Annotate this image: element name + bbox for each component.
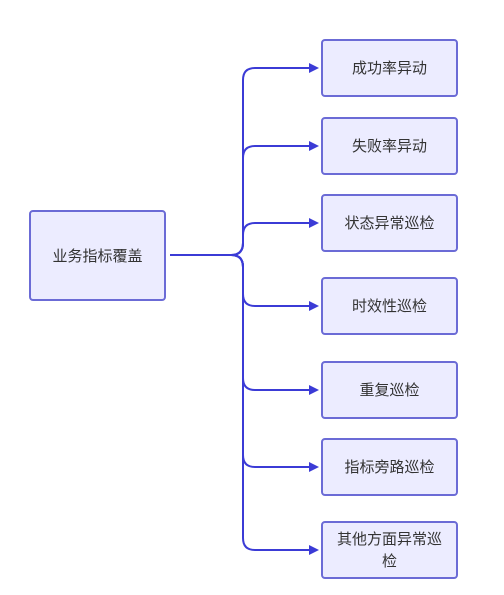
child-node-2: 失败率异动 — [321, 117, 458, 175]
child-node-7: 其他方面异常巡检 — [321, 521, 458, 579]
child-node-6: 指标旁路巡检 — [321, 438, 458, 496]
child-node-1: 成功率异动 — [321, 39, 458, 97]
child-node-label: 状态异常巡检 — [344, 214, 435, 232]
child-node-label: 指标旁路巡检 — [344, 458, 435, 476]
child-node-5: 重复巡检 — [321, 361, 458, 419]
edge-to-child-3 — [170, 218, 319, 256]
child-node-4: 时效性巡检 — [321, 277, 458, 335]
child-node-3: 状态异常巡检 — [321, 194, 458, 252]
child-node-label: 失败率异动 — [351, 137, 427, 155]
child-node-label: 时效性巡检 — [351, 297, 427, 315]
root-node-label: 业务指标覆盖 — [52, 246, 143, 265]
child-node-label: 成功率异动 — [351, 59, 427, 77]
root-node: 业务指标覆盖 — [29, 210, 166, 301]
child-node-label: 重复巡检 — [359, 381, 420, 399]
child-node-label: 其他方面异常巡检 — [336, 530, 442, 570]
edge-to-child-7 — [170, 254, 319, 555]
